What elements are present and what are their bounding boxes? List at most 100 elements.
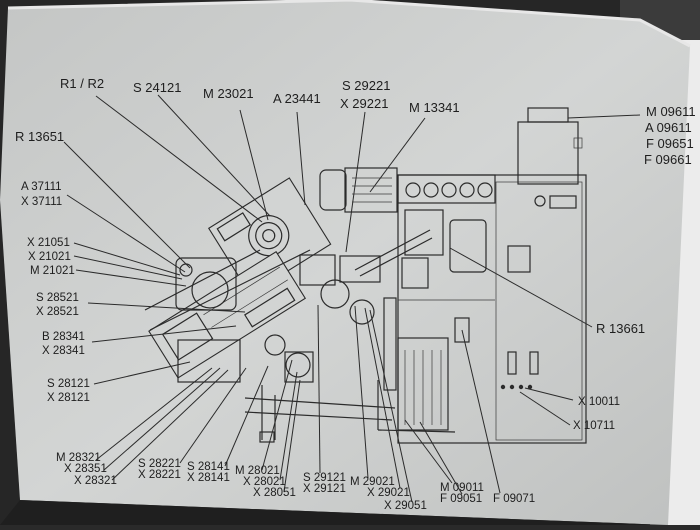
motor-body — [344, 167, 398, 213]
gear-box — [284, 351, 314, 383]
machine-drawing — [144, 107, 587, 444]
pulley-c — [264, 334, 286, 356]
label-s29221: S 29221 — [342, 78, 390, 93]
label-s24121: S 24121 — [133, 80, 181, 95]
cabinet-fan-5 — [477, 182, 493, 198]
head-plate — [216, 212, 252, 242]
column — [383, 297, 397, 391]
transformer — [397, 337, 449, 431]
label-s28141: S 28141 — [187, 461, 230, 473]
guide-block — [299, 254, 336, 286]
label-x21021: X 21021 — [28, 251, 71, 263]
door-dot-1 — [500, 384, 506, 390]
label-r1r2: R1 / R2 — [60, 76, 104, 91]
cabinet-module-a — [404, 209, 444, 256]
label-x29221: X 29221 — [340, 96, 388, 111]
label-x29121: X 29121 — [303, 483, 346, 495]
lower-block — [177, 339, 241, 383]
cabinet-door — [495, 181, 583, 441]
bed-edge — [149, 249, 311, 331]
leader-lines — [63, 94, 641, 503]
door-latch-2 — [529, 351, 539, 375]
label-x28521: X 28521 — [36, 306, 79, 318]
label-s28221: S 28221 — [138, 458, 181, 470]
labels: R1 / R2 S 24121 M 23021 A 23441 S 29221 … — [15, 76, 696, 512]
label-a37111: A 37111 — [21, 181, 62, 193]
lower-assembly — [148, 250, 307, 379]
label-r13661: R 13661 — [596, 321, 645, 336]
label-x28341: X 28341 — [42, 345, 85, 357]
cabinet-fan-2 — [423, 182, 439, 198]
label-x21051: X 21051 — [27, 237, 70, 249]
panel-top-edge — [7, 0, 691, 48]
label-s28521: S 28521 — [36, 292, 79, 304]
label-b28341: B 28341 — [42, 331, 85, 343]
base-rail — [244, 411, 393, 421]
base-foot — [377, 429, 456, 433]
label-r13651: R 13651 — [15, 129, 64, 144]
base-pad — [259, 431, 275, 443]
label-x28221: X 28221 — [138, 469, 181, 481]
cabinet-module-b — [449, 219, 487, 273]
hose — [359, 237, 433, 277]
base-rail — [244, 397, 396, 409]
label-f09661: F 09661 — [644, 152, 692, 167]
label-x10711: X 10711 — [573, 420, 615, 432]
head-wheel-inner — [255, 222, 283, 250]
label-a23441: A 23441 — [273, 91, 321, 106]
door-dot-3 — [518, 384, 524, 390]
label-m28321: M 28321 — [56, 452, 101, 464]
door-switch — [534, 195, 546, 207]
door-plate — [549, 195, 577, 209]
label-s29121: S 29121 — [303, 472, 346, 484]
label-x10011: X 10011 — [578, 396, 620, 408]
fan-housing-tab — [573, 137, 583, 149]
guide-block-2 — [339, 255, 381, 283]
hose — [354, 229, 431, 271]
label-x28051: X 28051 — [253, 487, 296, 499]
door-dot-2 — [509, 384, 515, 390]
label-a09611: A 09611 — [645, 120, 692, 135]
head-wheel-hub — [262, 229, 276, 243]
label-f09651: F 09651 — [646, 136, 694, 151]
fan-housing — [517, 121, 579, 185]
label-s28121: S 28121 — [47, 378, 90, 390]
cabinet-fan-4 — [459, 182, 475, 198]
feed-unit — [161, 312, 214, 361]
motor-endcap — [319, 169, 347, 211]
label-x28021: X 28021 — [243, 476, 286, 488]
cabinet-module-c — [401, 257, 429, 289]
door-dot-4 — [527, 384, 533, 390]
head-housing — [207, 177, 332, 296]
label-m28021: M 28021 — [235, 465, 280, 477]
label-m23021: M 23021 — [203, 86, 254, 101]
feed-table — [148, 250, 307, 379]
cabinet-fan-3 — [441, 182, 457, 198]
label-x37111: X 37111 — [21, 196, 62, 208]
pulley-d — [285, 352, 311, 378]
cabinet-fan-1 — [405, 182, 421, 198]
door-display — [507, 245, 531, 273]
label-x29051: X 29051 — [384, 500, 427, 512]
clamp-drum — [191, 271, 229, 309]
label-f09071: F 09071 — [493, 493, 535, 505]
label-m29021: M 29021 — [350, 476, 395, 488]
label-x29021: X 29021 — [367, 487, 410, 499]
label-m21021: M 21021 — [30, 265, 75, 277]
panel-bottom-shadow — [0, 500, 668, 525]
label-m09611: M 09611 — [646, 104, 696, 119]
feed-rail — [211, 279, 288, 328]
label-m09011: M 09011 — [440, 482, 484, 494]
pulley-b — [349, 299, 375, 325]
cabinet-top-strip — [397, 174, 496, 204]
feed-plate — [244, 287, 296, 328]
label-x28121: X 28121 — [47, 392, 90, 404]
label-m13341: M 13341 — [409, 100, 460, 115]
label-x28321: X 28321 — [74, 475, 117, 487]
label-f09051: F 09051 — [440, 493, 482, 505]
door-latch-1 — [507, 351, 517, 375]
label-x28141: X 28141 — [187, 472, 230, 484]
label-x28351: X 28351 — [64, 463, 107, 475]
